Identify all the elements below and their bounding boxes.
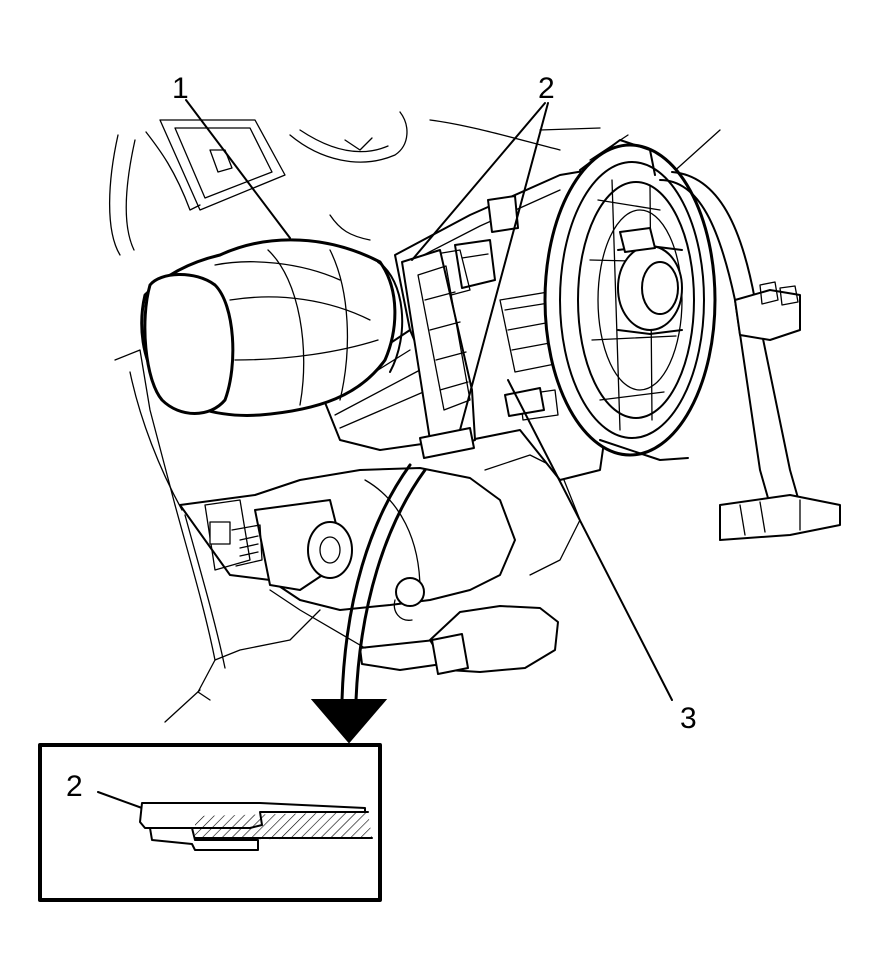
detail-inset <box>38 743 382 902</box>
connector-harness <box>659 171 841 541</box>
callout-3: 3 <box>680 702 697 735</box>
inset-callout-2: 2 <box>66 770 83 803</box>
detail-arrow <box>310 463 427 744</box>
clock-spring <box>543 134 717 461</box>
leader-lines <box>185 99 673 701</box>
callout-2: 2 <box>538 72 555 105</box>
lower-column-housing <box>179 454 581 675</box>
callout-1: 1 <box>172 72 189 105</box>
callout-labels: 1 2 3 2 <box>66 72 697 803</box>
